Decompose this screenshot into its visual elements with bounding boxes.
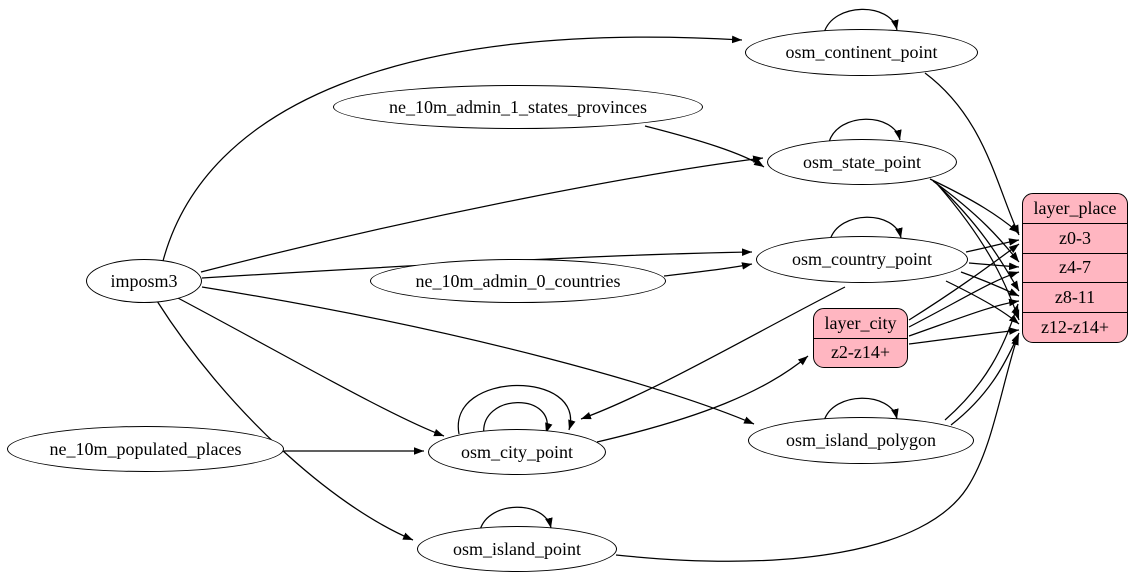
edge-osm-island-polygon-to-layer-place-z12-z14 bbox=[950, 332, 1020, 426]
node-osm-island-point-label: osm_island_point bbox=[452, 538, 581, 559]
edge-osm-country-point-to-layer-place-z4-7 bbox=[968, 262, 1020, 271]
layer-place-row-z0-3: z0-3 bbox=[1023, 222, 1127, 253]
node-osm-city-point-label: osm_city_point bbox=[461, 441, 573, 462]
node-osm-island-point: osm_island_point bbox=[417, 526, 617, 572]
edge-imposm3-to-osm-state-point bbox=[200, 155, 764, 273]
edge-layer-city-to-layer-place-z12-z14 bbox=[908, 327, 1020, 345]
node-imposm3: imposm3 bbox=[86, 259, 202, 303]
layer-place-row-z4-7: z4-7 bbox=[1023, 252, 1127, 283]
node-osm-city-point: osm_city_point bbox=[428, 429, 606, 475]
edge-loop-osm-continent-point bbox=[823, 8, 899, 34]
edge-loop-osm-city-point-outer bbox=[457, 384, 576, 435]
node-osm-island-polygon-label: osm_island_polygon bbox=[785, 430, 936, 450]
edge-imposm3-to-osm-island-point bbox=[156, 300, 414, 541]
node-imposm3-label: imposm3 bbox=[110, 270, 178, 291]
node-osm-state-point-label: osm_state_point bbox=[803, 151, 921, 172]
edge-loop-osm-city-point-inner bbox=[483, 402, 553, 437]
edge-osm-state-point-to-layer-place-z0-3 bbox=[929, 178, 1020, 234]
edge-osm-state-point-to-layer-place-z4-7 bbox=[932, 180, 1020, 263]
edge-loop-osm-country-point bbox=[829, 216, 903, 241]
edge-imposm3-to-osm-city-point bbox=[175, 296, 445, 437]
layer-place-row-z8-11: z8-11 bbox=[1023, 282, 1127, 312]
edge-layer-city-to-layer-place-z8-11 bbox=[908, 298, 1020, 337]
edge-ne-10m-admin-1-states-provinces-to-osm-state-point bbox=[644, 125, 765, 168]
node-ne-10m-admin-1-states-provinces: ne_10m_admin_1_states_provinces bbox=[333, 85, 703, 129]
layer-city-title: layer_city bbox=[824, 312, 897, 333]
node-osm-country-point: osm_country_point bbox=[756, 236, 968, 283]
layer-city-row-z2-z14: z2-z14+ bbox=[814, 337, 907, 368]
edge-loop-osm-state-point bbox=[828, 118, 902, 143]
node-ne-10m-admin-0-countries: ne_10m_admin_0_countries bbox=[370, 259, 666, 303]
edge-ne-10m-admin-0-countries-to-osm-country-point bbox=[663, 262, 753, 277]
layer-place-row-z12-z14: z12-z14+ bbox=[1023, 312, 1127, 342]
node-ne-10m-admin-0-countries-label: ne_10m_admin_0_countries bbox=[415, 270, 621, 291]
edge-osm-city-point-to-layer-city-z2-z14 bbox=[596, 355, 809, 443]
node-osm-island-polygon: osm_island_polygon bbox=[748, 417, 974, 464]
node-ne-10m-populated-places-label: ne_10m_populated_places bbox=[49, 438, 242, 459]
node-layer-place: layer_place z0-3 z4-7 z8-11 z12-z14+ bbox=[1022, 193, 1128, 343]
edge-loop-osm-island-point bbox=[479, 506, 553, 531]
node-ne-10m-admin-1-states-provinces-label: ne_10m_admin_1_states_provinces bbox=[389, 96, 647, 117]
edge-osm-state-point-to-layer-place-z8-11 bbox=[935, 182, 1020, 292]
node-layer-city: layer_city z2-z14+ bbox=[813, 308, 908, 368]
layer-place-title: layer_place bbox=[1033, 197, 1117, 218]
edge-layer-city-to-layer-place-z0-3 bbox=[908, 243, 1020, 321]
edge-osm-continent-point-to-layer-place-z0-3 bbox=[924, 72, 1020, 236]
edge-imposm3-to-osm-continent-point bbox=[162, 35, 743, 262]
edge-osm-country-point-to-layer-place-z0-3 bbox=[965, 238, 1020, 253]
node-osm-continent-point-label: osm_continent_point bbox=[785, 42, 938, 62]
edge-osm-country-point-to-layer-place-z8-11 bbox=[960, 271, 1020, 297]
edge-layer-city-to-layer-place-z4-7 bbox=[908, 271, 1020, 328]
node-osm-continent-point: osm_continent_point bbox=[745, 29, 978, 76]
node-osm-country-point-label: osm_country_point bbox=[792, 249, 932, 269]
edge-loop-osm-island-polygon bbox=[823, 397, 899, 422]
node-osm-state-point: osm_state_point bbox=[767, 139, 957, 185]
edge-osm-country-point-to-osm-city-point bbox=[580, 286, 846, 420]
edge-osm-island-polygon-to-layer-place-z8-11 bbox=[944, 303, 1019, 421]
edge-osm-island-point-to-layer-place-z12-z14 bbox=[615, 334, 1019, 562]
node-ne-10m-populated-places: ne_10m_populated_places bbox=[7, 426, 284, 472]
